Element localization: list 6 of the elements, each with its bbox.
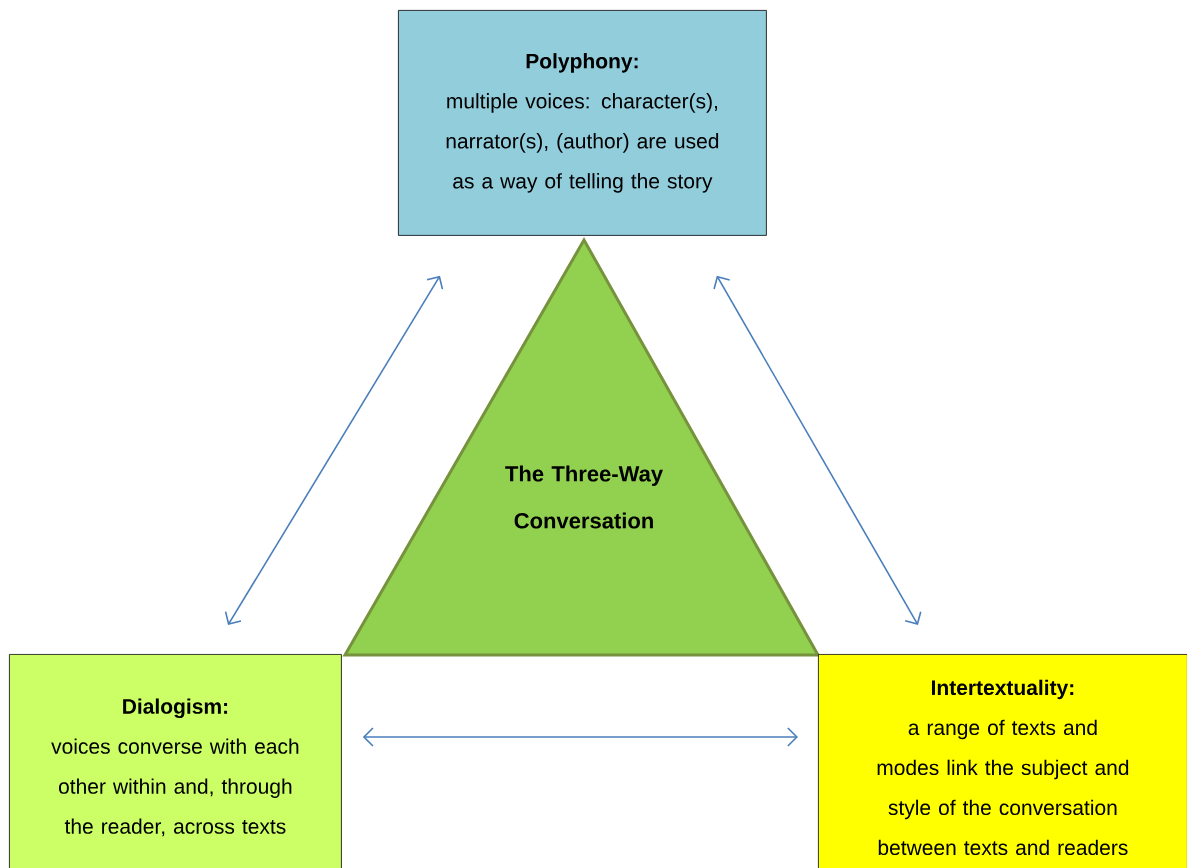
- double-arrow: [362, 727, 798, 747]
- double-arrow: [224, 275, 444, 625]
- concept-box: Polyphony: multiple voices: character(s), narrator(s), (author) are used as a way of telling the story: [398, 10, 767, 236]
- concept-box: Dialogism: voices converse with each other within and, through the reader, across texts: [9, 654, 342, 868]
- double-arrow: [713, 275, 922, 625]
- concept-box: Intertextuality: a range of texts and modes link the subject and style of the conversation between texts and readers: [818, 654, 1187, 868]
